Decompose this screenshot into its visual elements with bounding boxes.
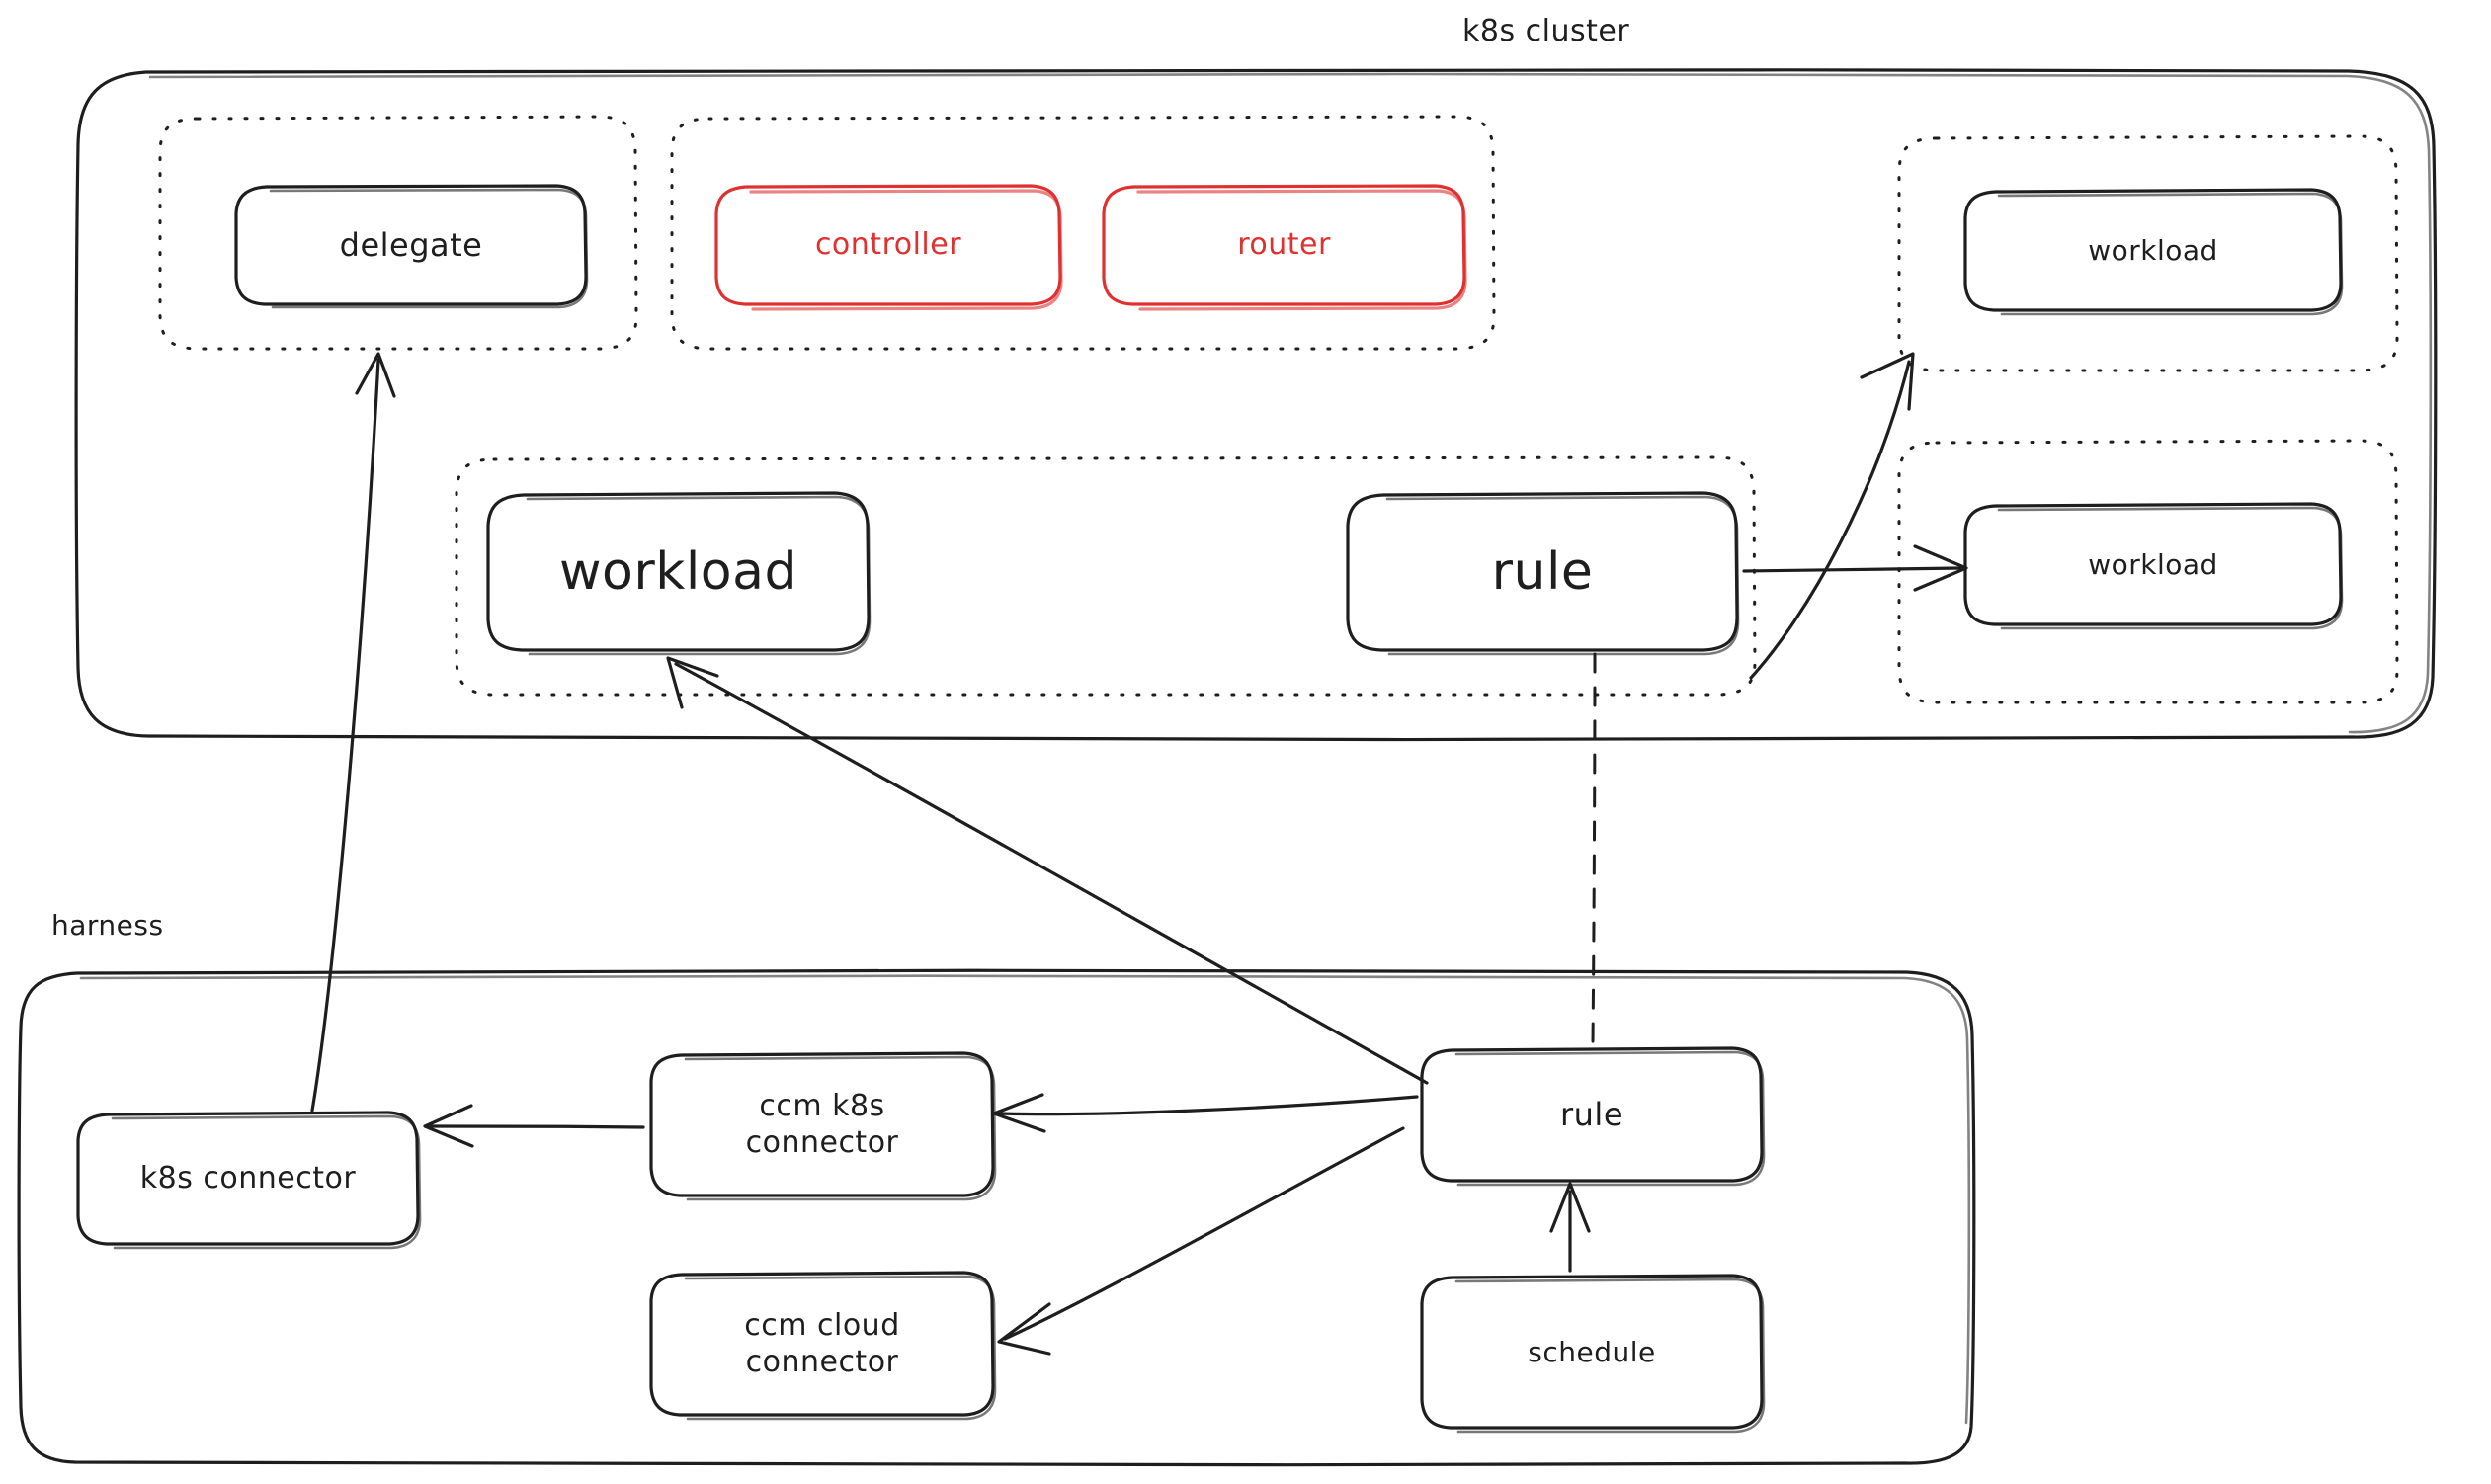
frame-harness [17,968,1976,1467]
frame-k8s-cluster [74,67,2438,742]
node-workload-main[interactable] [486,491,872,656]
edge-ruleharness-to-ccm-k8s-connector [992,1093,1419,1133]
node-ccm-cloud-connector[interactable] [649,1271,997,1421]
edge-rulecluster-to-ruleharness-dashed [1591,652,1597,1045]
node-schedule[interactable] [1420,1274,1766,1434]
node-rule-cluster[interactable] [1346,491,1740,656]
node-rule-harness[interactable] [1420,1046,1766,1187]
group-workload-bottom-right [1897,439,2399,704]
edge-rulecluster-to-workload-topright [1749,352,1915,680]
edge-schedule-to-ruleharness [1549,1182,1591,1273]
node-workload-bottom-right[interactable] [1963,502,2344,630]
group-workload-rule [455,455,1757,697]
node-k8s-connector[interactable] [76,1111,422,1250]
node-controller[interactable] [714,184,1063,311]
group-delegate [158,115,638,351]
edge-k8sconnector-to-delegate [310,352,396,1113]
node-ccm-k8s-connector[interactable] [649,1051,997,1201]
group-workload-top-right [1897,134,2399,372]
edge-ruleharness-to-workload-main [666,656,1429,1085]
node-workload-top-right[interactable] [1963,188,2344,316]
edge-rulecluster-to-workload-bottomright [1742,544,1968,592]
edge-ccm-k8s-connector-to-k8s-connector [423,1104,645,1148]
group-controller-router [670,115,1496,351]
node-router[interactable] [1102,184,1467,311]
edge-ruleharness-to-ccm-cloud-connector [997,1126,1405,1356]
node-delegate[interactable] [234,184,589,309]
